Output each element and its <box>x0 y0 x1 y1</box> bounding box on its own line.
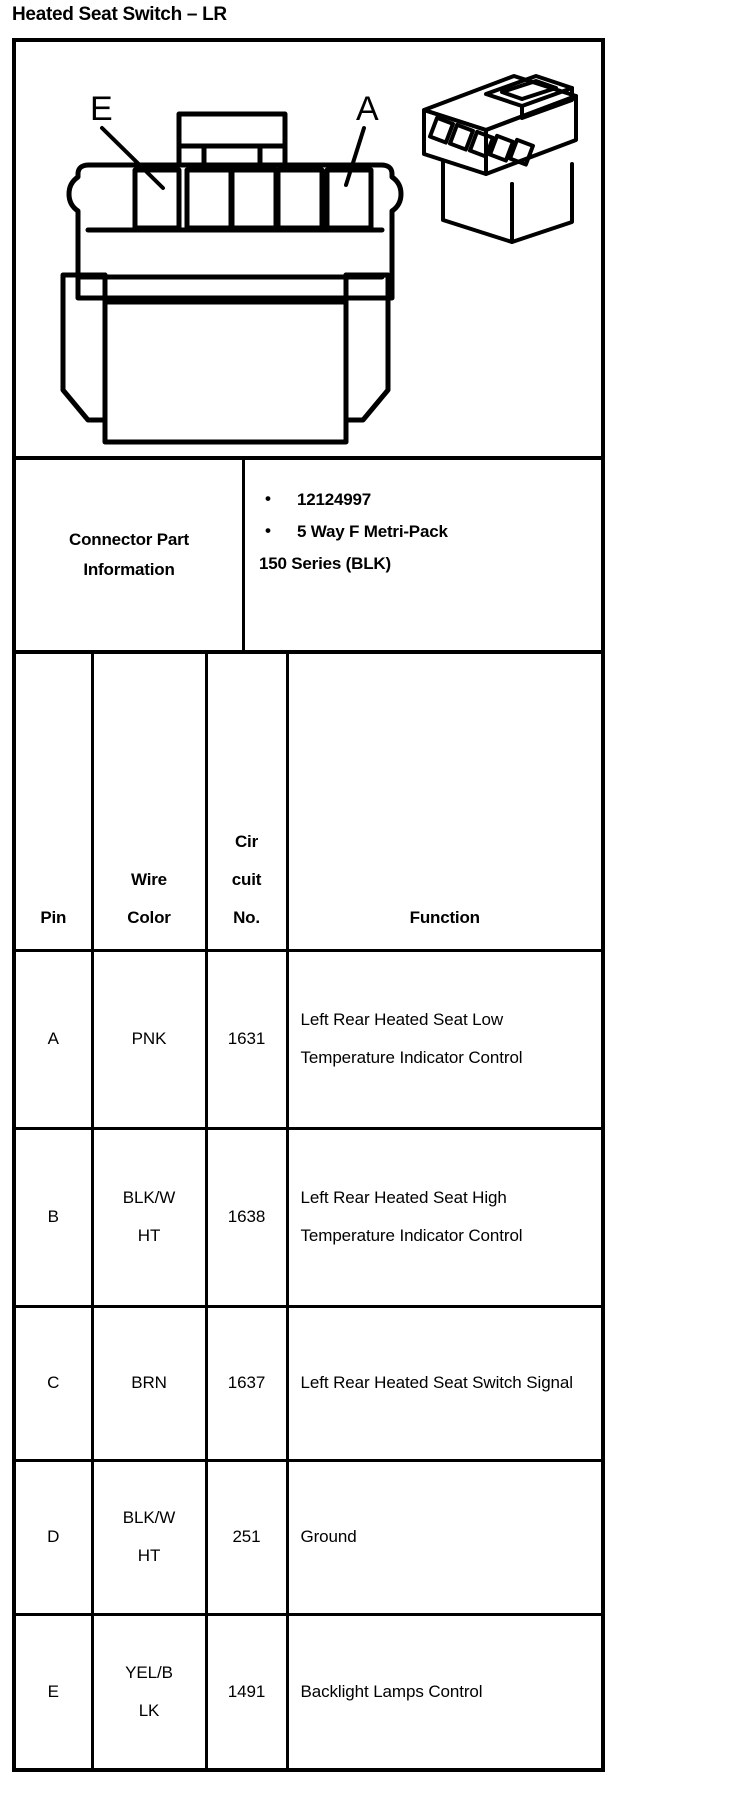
cell-wire-color: PNK <box>92 950 208 1130</box>
connector-part-series: 150 Series (BLK) <box>259 554 391 573</box>
callout-label-a: A <box>356 90 379 128</box>
column-header-wire-color: Wire Color <box>92 654 208 952</box>
cell-wire-color: BLK/W HT <box>92 1128 208 1308</box>
column-header-wire-line-1: Wire <box>131 869 167 889</box>
wire-color-line-1: BRN <box>131 1373 167 1392</box>
housing-wing-right <box>343 272 391 423</box>
connector-part-item-number: • 12124997 <box>259 484 591 516</box>
cell-function: Ground <box>287 1460 601 1616</box>
iso-cavity-1 <box>427 115 455 145</box>
iso-cavity-3 <box>467 129 495 159</box>
cell-pin: E <box>16 1614 94 1768</box>
bullet-glyph-2: • <box>265 521 271 540</box>
column-header-pin: Pin <box>16 654 94 952</box>
wire-color-line-1: YEL/B <box>125 1662 173 1682</box>
wire-color-line-1: BLK/W <box>122 1188 176 1207</box>
wire-color-line-1: PNK <box>131 1029 167 1048</box>
cell-wire-color: BRN <box>92 1306 208 1462</box>
cpi-label-line-1: Connector Part <box>69 530 189 549</box>
connector-flange <box>66 162 404 301</box>
cell-wire-color: YEL/B LK <box>92 1614 208 1768</box>
cavity-d <box>184 167 234 231</box>
table-row: A PNK 1631 Left Rear Heated Seat Low Tem… <box>16 950 601 1130</box>
wire-color-line-1: BLK/W <box>122 1508 176 1527</box>
iso-latch-side <box>520 86 574 120</box>
connector-part-item-type: • 5 Way F Metri-Pack <box>259 516 591 548</box>
connector-illustration-panel: E A <box>16 42 601 460</box>
cell-circuit-no: 1637 <box>206 1306 289 1462</box>
bullet-glyph-1: • <box>265 489 271 508</box>
housing-wing-left <box>60 272 108 423</box>
column-header-circuit-no: Cir cuit No. <box>206 654 289 952</box>
cell-pin: B <box>16 1128 94 1308</box>
table-row: D BLK/W HT 251 Ground <box>16 1460 601 1616</box>
cell-pin: A <box>16 950 94 1130</box>
cell-wire-color: BLK/W HT <box>92 1460 208 1616</box>
cell-circuit-no: 1631 <box>206 950 289 1130</box>
iso-skirt-front <box>441 160 514 244</box>
cpi-label-line-2: Information <box>83 560 175 579</box>
iso-skirt-right <box>510 162 574 244</box>
page-title: Heated Seat Switch – LR <box>12 4 227 25</box>
column-header-circuit-line-2: cuit <box>231 869 262 889</box>
cell-pin: C <box>16 1306 94 1462</box>
cell-function: Left Rear Heated Seat Low Temperature In… <box>287 950 601 1130</box>
pin-function-table: Pin Wire Color Cir cuit No. Function A P… <box>16 654 601 1768</box>
wire-color-line-2: HT <box>137 1226 161 1245</box>
leader-line-e <box>100 126 165 190</box>
connector-part-information-value: • 12124997 • 5 Way F Metri-Pack 150 Seri… <box>245 460 601 650</box>
latch-tower <box>176 111 288 168</box>
cavity-b <box>275 167 325 231</box>
iso-cavity-5 <box>507 137 535 167</box>
wire-color-line-2: LK <box>138 1700 160 1720</box>
cell-pin: D <box>16 1460 94 1616</box>
iso-front-face <box>422 108 488 176</box>
connector-part-bullet-list: • 12124997 • 5 Way F Metri-Pack <box>259 484 591 548</box>
table-row: B BLK/W HT 1638 Left Rear Heated Seat Hi… <box>16 1128 601 1308</box>
connector-part-number: 12124997 <box>297 490 372 509</box>
cell-circuit-no: 1638 <box>206 1128 289 1308</box>
connector-part-information-label: Connector Part Information <box>16 460 245 650</box>
column-header-wire-line-2: Color <box>127 907 171 927</box>
column-header-circuit-line-3: No. <box>233 907 260 927</box>
connector-part-type: 5 Way F Metri-Pack <box>297 522 448 541</box>
housing-front <box>102 272 349 445</box>
callout-label-e: E <box>90 90 113 128</box>
column-header-function: Function <box>287 654 601 952</box>
cell-function: Left Rear Heated Seat Switch Signal <box>287 1306 601 1462</box>
cell-circuit-no: 1491 <box>206 1614 289 1768</box>
connector-sheet: E A <box>12 38 605 1772</box>
cell-function: Left Rear Heated Seat High Temperature I… <box>287 1128 601 1308</box>
cavity-c <box>229 167 279 231</box>
iso-cavity-2 <box>447 122 475 152</box>
cell-function: Backlight Lamps Control <box>300 1681 483 1701</box>
table-header-row: Pin Wire Color Cir cuit No. Function <box>16 654 601 952</box>
wire-color-line-2: HT <box>137 1546 161 1565</box>
connector-part-information-row: Connector Part Information • 12124997 • … <box>16 460 601 654</box>
isometric-connector-view <box>422 74 578 244</box>
connector-face-diagram: E A <box>60 74 578 445</box>
cell-circuit-no: 251 <box>206 1460 289 1616</box>
column-header-circuit-line-1: Cir <box>234 831 259 851</box>
iso-latch-window <box>500 79 558 101</box>
leader-line-a <box>344 126 366 187</box>
iso-cavity-4 <box>487 133 515 163</box>
cavity-e <box>132 167 182 231</box>
table-row: E YEL/B LK 1491 Backlight Lamps Control <box>16 1614 601 1768</box>
table-row: C BRN 1637 Left Rear Heated Seat Switch … <box>16 1306 601 1462</box>
